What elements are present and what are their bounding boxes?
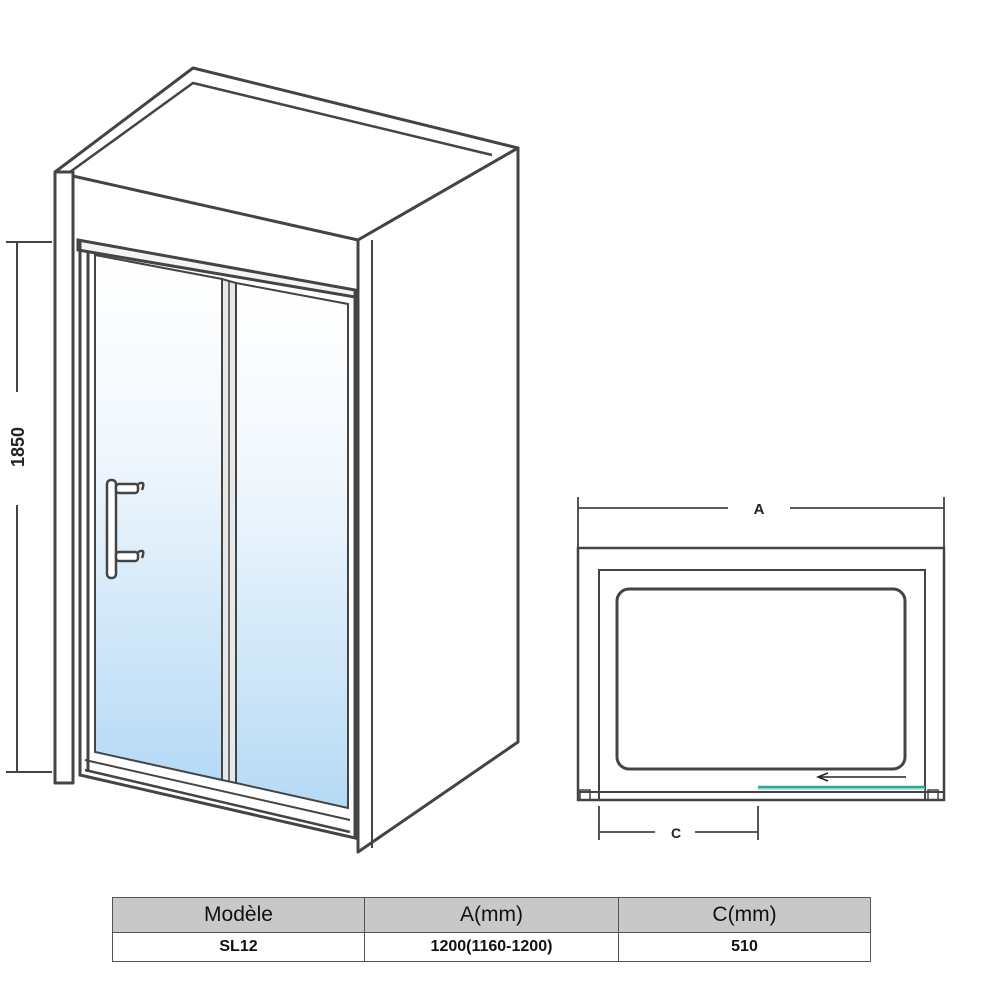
top-view — [576, 497, 946, 840]
height-label: 1850 — [8, 427, 28, 467]
header-a-mm: A(mm) — [364, 897, 619, 933]
height-dimension — [6, 241, 52, 773]
table-header-row: Modèle A(mm) C(mm) — [112, 897, 871, 933]
door-frame — [76, 238, 357, 840]
right-wall — [356, 146, 520, 854]
dim-c-label: C — [671, 825, 681, 841]
right-glass-panel — [235, 281, 349, 810]
header-c-mm: C(mm) — [618, 897, 871, 933]
header-model: Modèle — [112, 897, 365, 933]
cell-c-mm: 510 — [618, 932, 871, 962]
enclosure-walls — [53, 66, 520, 854]
enclosure-top-inner-edge — [69, 81, 493, 174]
dim-a-label: A — [754, 501, 765, 518]
cell-model: SL12 — [112, 932, 365, 962]
door-handle[interactable] — [105, 478, 145, 580]
cell-a-mm: 1200(1160-1200) — [364, 932, 619, 962]
table-row: SL12 1200(1160-1200) 510 — [112, 932, 871, 962]
slide-direction-arrow-icon — [815, 772, 906, 782]
spec-table: Modèle A(mm) C(mm) SL12 1200(1160-1200) … — [112, 897, 871, 962]
left-wall — [53, 170, 75, 785]
